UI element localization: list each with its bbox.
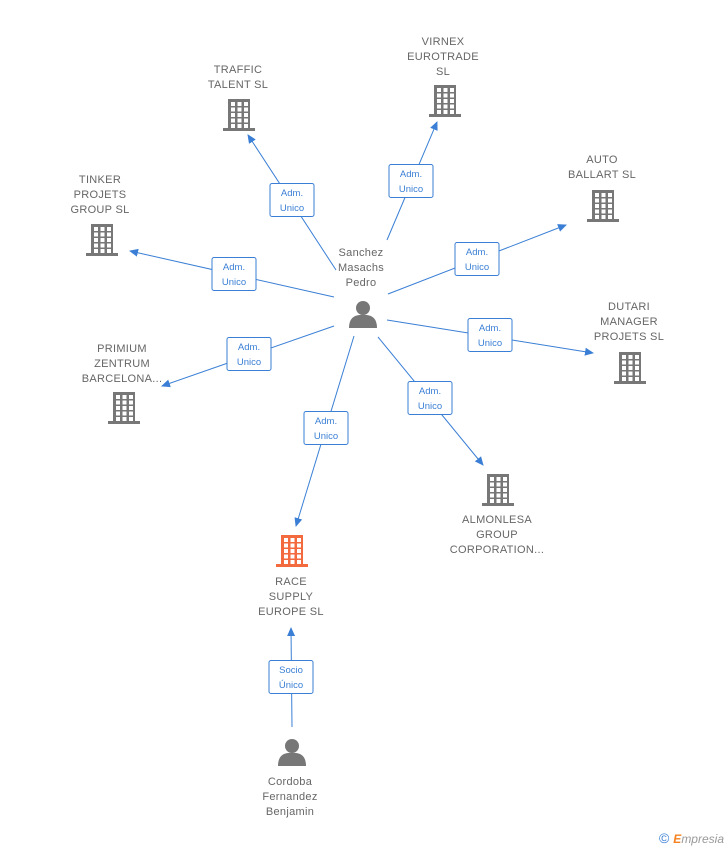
node-label: GROUP SL (70, 204, 129, 216)
node-label: Masachs (338, 262, 384, 274)
node-label: TRAFFIC (214, 64, 263, 76)
edge-label-text: Unico (465, 262, 489, 273)
building-icon (482, 474, 514, 506)
node-label: BALLART SL (568, 169, 636, 181)
node-label: MANAGER (600, 316, 658, 328)
node-primium[interactable]: PRIMIUM ZENTRUM BARCELONA... (82, 343, 163, 424)
node-label: EUROPE SL (258, 606, 324, 618)
edge-label-text: Socio (279, 665, 303, 676)
node-traffic[interactable]: TRAFFIC TALENT SL (208, 64, 268, 131)
edge-label-box[interactable] (454, 242, 500, 276)
building-icon (429, 85, 461, 117)
node-auto[interactable]: AUTO BALLART SL (568, 154, 636, 222)
node-label: CORPORATION... (450, 544, 544, 556)
node-label: RACE (275, 576, 307, 588)
node-dutari[interactable]: DUTARI MANAGER PROJETS SL (594, 301, 664, 384)
edge-label-box[interactable] (268, 660, 314, 694)
node-label: GROUP (476, 529, 518, 541)
edge-sanchez-virnex: Adm. Unico (386, 121, 438, 241)
person-icon (278, 739, 306, 766)
edges-layer: Adm.UnicoAdm.UnicoAdm.UnicoAdm.UnicoAdm.… (129, 121, 594, 728)
edge-label-box[interactable] (269, 183, 315, 217)
building-icon (223, 99, 255, 131)
node-label: PRIMIUM (97, 343, 147, 355)
building-icon (614, 352, 646, 384)
node-almonlesa[interactable]: ALMONLESA GROUP CORPORATION... (450, 474, 544, 556)
node-label: EUROTRADE (407, 51, 479, 63)
copyright-symbol: © (658, 830, 670, 846)
node-label: ALMONLESA (462, 514, 532, 526)
edge-label-text: Unico (478, 338, 502, 349)
node-label: VIRNEX (422, 36, 465, 48)
node-label: TALENT SL (208, 79, 268, 91)
edge-sanchez-dutari: Adm. Unico (386, 318, 594, 356)
brand-initial: E (673, 832, 682, 846)
edge-label-box[interactable] (211, 257, 257, 291)
edge-sanchez-tinker: Adm. Unico (129, 248, 335, 298)
edge-label-text: Unico (222, 277, 246, 288)
node-label: Sanchez (339, 247, 384, 259)
edge-label-text: Adm. (238, 342, 260, 353)
edge-label-text: Unico (237, 357, 261, 368)
person-icon (349, 301, 377, 328)
edge-label-box[interactable] (388, 164, 434, 198)
building-icon (587, 190, 619, 222)
edge-sanchez-auto: Adm. Unico (387, 224, 567, 295)
building-icon (108, 392, 140, 424)
edge-label-box[interactable] (226, 337, 272, 371)
node-label: AUTO (586, 154, 618, 166)
node-label: TINKER (79, 174, 121, 186)
edge-label-text: Unico (314, 431, 338, 442)
node-label: PROJETS (74, 189, 127, 201)
edge-label-box[interactable] (407, 381, 453, 415)
edge-sanchez-traffic: Adm. Unico (247, 134, 337, 271)
node-label: Fernandez (262, 791, 317, 803)
node-virnex[interactable]: VIRNEX EUROTRADE SL (407, 36, 479, 117)
node-label: Pedro (346, 277, 377, 289)
node-label: DUTARI (608, 301, 650, 313)
node-label: Benjamin (266, 806, 314, 818)
node-label: Cordoba (268, 776, 313, 788)
edge-label-box[interactable] (467, 318, 513, 352)
node-label: BARCELONA... (82, 373, 163, 385)
node-label: PROJETS SL (594, 331, 664, 343)
edge-label-text: Adm. (479, 323, 501, 334)
building-icon (86, 224, 118, 256)
building-icon (276, 535, 308, 567)
node-label: SUPPLY (269, 591, 314, 603)
node-label: ZENTRUM (94, 358, 150, 370)
footer-brand: ©Empresia (659, 830, 724, 846)
edge-label-text: Único (279, 680, 303, 691)
edge-label-text: Adm. (315, 416, 337, 427)
node-tinker[interactable]: TINKER PROJETS GROUP SL (70, 174, 129, 256)
edge-label-box[interactable] (303, 411, 349, 445)
edge-label-text: Unico (399, 184, 423, 195)
edge-label-text: Adm. (400, 169, 422, 180)
edge-label-text: Adm. (419, 386, 441, 397)
edge-sanchez-almonlesa: Adm. Unico (377, 336, 484, 466)
edge-label-text: Adm. (223, 262, 245, 273)
edge-label-text: Unico (280, 203, 304, 214)
edge-label-text: Unico (418, 401, 442, 412)
edge-label-text: Adm. (281, 188, 303, 199)
node-race[interactable]: RACE SUPPLY EUROPE SL (258, 535, 324, 618)
edge-label-text: Adm. (466, 247, 488, 258)
brand-name: mpresia (681, 832, 724, 846)
edge-sanchez-race: Adm. Unico (294, 335, 355, 527)
edge-sanchez-primium: Adm. Unico (161, 325, 335, 388)
node-label: SL (436, 66, 450, 78)
